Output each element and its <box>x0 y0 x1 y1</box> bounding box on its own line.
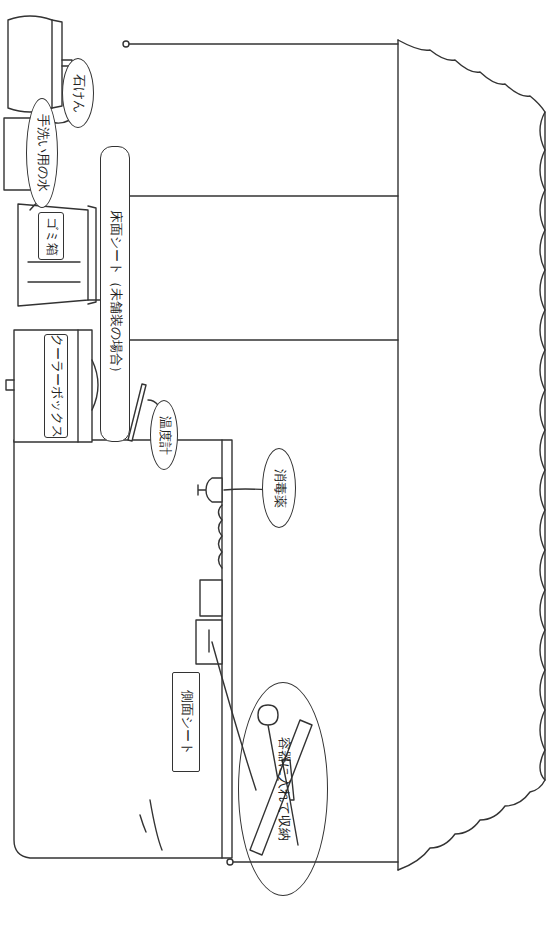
side-sheet-mark <box>140 815 146 832</box>
trash-can <box>18 204 88 306</box>
callout-tail <box>212 642 256 790</box>
pole-knob <box>227 859 233 865</box>
disinfectant-bottle <box>198 478 222 502</box>
side-sheet-mark <box>150 800 162 850</box>
storage-container <box>200 580 222 616</box>
canopy-wave <box>540 112 545 780</box>
callout-text: クーラーボックス <box>45 334 69 438</box>
callout-text: 温度計 <box>151 400 179 470</box>
storage-container <box>196 620 222 664</box>
side-sheet <box>14 440 232 858</box>
container-handle <box>208 630 209 652</box>
callout-node: 床面シート（未舗装の場合） <box>100 146 130 442</box>
water-tank-lid <box>52 20 62 108</box>
cooler-box <box>14 330 92 442</box>
tent-pole <box>232 861 398 862</box>
panel-line <box>120 195 398 196</box>
callout-tail <box>88 299 100 300</box>
callout-node: クーラーボックス <box>44 334 68 438</box>
water-tank <box>8 16 52 112</box>
trash-can-rib <box>28 261 80 262</box>
cooler-lid <box>77 330 78 442</box>
trash-can-rib <box>28 281 80 282</box>
callout-node: 消毒薬 <box>262 448 296 528</box>
thermometer <box>128 384 146 441</box>
panel-line <box>125 339 398 340</box>
callout-text: 床面シート（未舗装の場合） <box>101 146 131 442</box>
callout-text: 石けん <box>63 58 95 128</box>
callout-text: 側面シート <box>173 672 201 772</box>
cups <box>219 505 223 568</box>
cooler-tap <box>6 380 14 390</box>
callout-text: 手洗い用の水 <box>27 98 59 208</box>
tent-roof-edge <box>397 40 398 870</box>
callout-node: 温度計 <box>150 400 178 470</box>
callout-node: 側面シート <box>172 672 200 772</box>
callout-text: 容器に入れて収納 <box>239 682 329 896</box>
cooler-handle <box>92 360 98 410</box>
pole-knob <box>123 41 129 47</box>
callout-text: 消毒薬 <box>263 448 297 528</box>
callout-node: 手洗い用の水 <box>26 98 58 208</box>
ladle <box>258 705 278 780</box>
callout-node: 容器に入れて収納 <box>238 682 328 896</box>
callout-node: 石けん <box>62 58 94 128</box>
callout-text: ゴミ箱 <box>39 212 65 260</box>
callout-node: ゴミ箱 <box>38 212 64 260</box>
canopy-outline <box>398 40 545 870</box>
trash-can-lid <box>88 206 96 304</box>
tent-pole <box>128 43 398 44</box>
